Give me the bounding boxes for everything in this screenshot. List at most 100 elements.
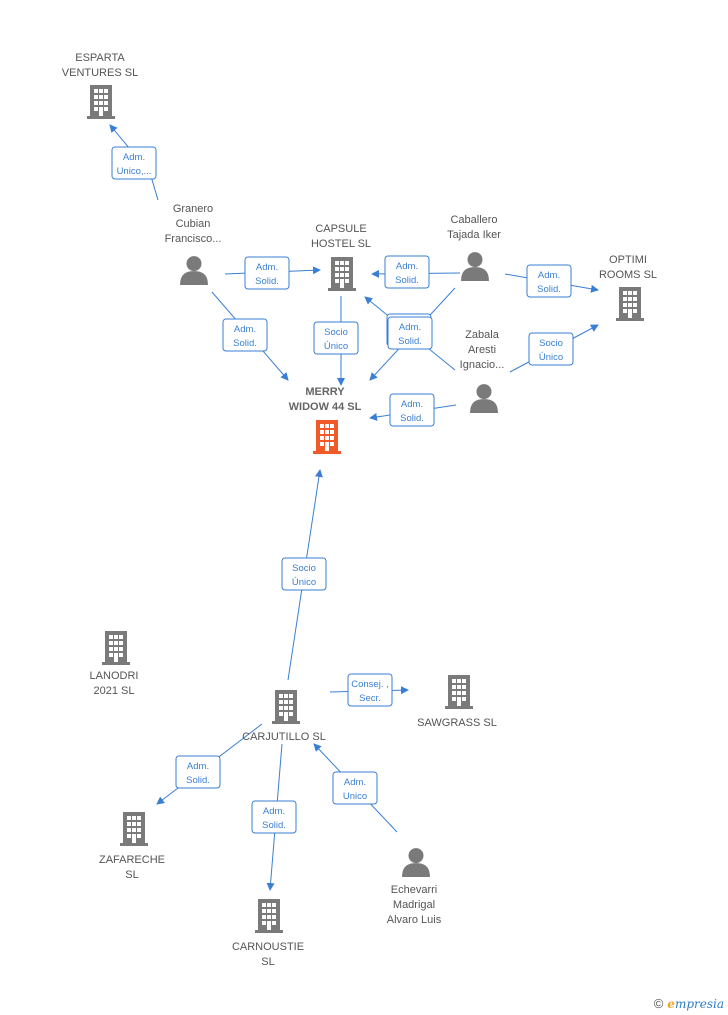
node-merry[interactable]: MERRY WIDOW 44 SL [289,386,362,454]
node-label: Francisco... [165,233,222,245]
edge-label-box [347,673,393,707]
edge-label-box [281,557,327,591]
person-icon [461,252,489,281]
footer-brand: © empresia [654,996,724,1011]
node-esparta[interactable]: ESPARTA VENTURES SL [62,52,138,119]
building-icon [328,257,356,291]
edge-label-e13[interactable]: Adm. Solid. [175,755,221,789]
edge-label-box [526,264,572,298]
edge-label-box [332,771,378,805]
edge-label-text: Único [539,352,563,363]
edge-label-e12[interactable]: Consej. , Secr. [347,673,393,707]
edge-label-text: Adm. [187,761,209,772]
edge-label-text: Socio [539,338,563,349]
edge-label-text: Solid. [233,338,257,349]
edge-label-box [528,332,574,366]
edge-label-box [389,393,435,427]
edge-label-text: Socio [292,563,316,574]
node-label: WIDOW 44 SL [289,401,362,413]
node-label: Madrigal [393,899,435,911]
edge-label-box [111,146,157,180]
building-icon [445,675,473,709]
node-sawgrass[interactable]: SAWGRASS SL [417,675,497,729]
edge-label-e1[interactable]: Adm.Unico,... [111,146,157,180]
node-label: ROOMS SL [599,269,657,281]
node-label: Tajada Iker [447,229,501,241]
edge-label-e6[interactable]: Adm.Solid. [526,264,572,298]
copyright-symbol: © [653,996,664,1011]
node-label: VENTURES SL [62,67,138,79]
node-carnoustie[interactable]: CARNOUSTIE SL [232,899,304,968]
node-label: ZAFARECHE [99,854,165,866]
edge-label-box [387,316,433,350]
node-label: Ignacio... [460,359,505,371]
node-label: 2021 SL [94,685,135,697]
node-label: OPTIMI [609,254,647,266]
node-label: CAPSULE [315,223,366,235]
node-granero[interactable]: GraneroCubianFrancisco... [165,203,222,285]
edge-label-text: Solid. [186,775,210,786]
edge-label-text: Adm. [256,262,278,273]
node-optimi[interactable]: OPTIMI ROOMS SL [599,254,657,321]
node-label: Alvaro Luis [387,914,442,926]
node-label: ESPARTA [75,52,125,64]
edge-label-text: Único [324,341,348,352]
node-label: MERRY [305,386,345,398]
node-carjutillo[interactable]: CARJUTILLO SL [242,690,326,743]
edge-label-text: Unico [343,791,367,802]
edge-label-box [244,256,290,290]
node-label: Cubian [176,218,211,230]
edge-label-text: Solid. [262,820,286,831]
node-label: SAWGRASS SL [417,717,497,729]
person-icon [402,848,430,877]
node-lanodri[interactable]: LANODRI 2021 SL [90,631,139,697]
edge-label-text: Adm. [344,777,366,788]
building-icon [616,287,644,321]
building-icon [120,812,148,846]
edge-label-text: Único [292,577,316,588]
node-label: Echevarri [391,884,437,896]
edge-label-text: Unico,... [117,166,152,177]
edge-label-text: Adm. [401,399,423,410]
node-label: Granero [173,203,213,215]
building-icon [87,85,115,119]
edge-label-e8[interactable]: Adm.Solid. [387,316,433,350]
edge-label-text: Consej. , [351,679,389,690]
node-zabala[interactable]: ZabalaArestiIgnacio... [460,329,505,413]
edge-label-text: Solid. [255,276,279,287]
building-icon [102,631,130,665]
edge-label-text: Solid. [395,275,419,286]
node-label: SL [261,956,274,968]
edge-label-text: Adm. [399,322,421,333]
edge-label-e14[interactable]: Adm. Solid. [251,800,297,834]
edge-label-e3[interactable]: Adm. Solid. [222,318,268,352]
edge-label-e9[interactable]: Adm. Solid. [389,393,435,427]
edge-label-box [313,321,359,355]
edge-label-e15[interactable]: Adm. Unico [332,771,378,805]
person-icon [180,256,208,285]
person-icon [470,384,498,413]
node-label: CARJUTILLO SL [242,731,326,743]
edge-label-e2[interactable]: Adm. Solid. [244,256,290,290]
edge-label-text: Adm. [396,261,418,272]
node-label: LANODRI [90,670,139,682]
node-label: CARNOUSTIE [232,941,304,953]
edge-label-text: Solid. [400,413,424,424]
edge-label-text: Secr. [359,693,381,704]
edge-label-text: Adm. [263,806,285,817]
node-label: HOSTEL SL [311,238,371,250]
building-icon [255,899,283,933]
edge-label-text: Socio [324,327,348,338]
node-capsule[interactable]: CAPSULE HOSTEL SL [311,223,371,291]
edge-label-box [384,255,430,289]
brand-logo[interactable]: empresia [667,996,724,1011]
edge-label-text: Adm. [234,324,256,335]
edge-label-e5[interactable]: Adm. Solid. [384,255,430,289]
